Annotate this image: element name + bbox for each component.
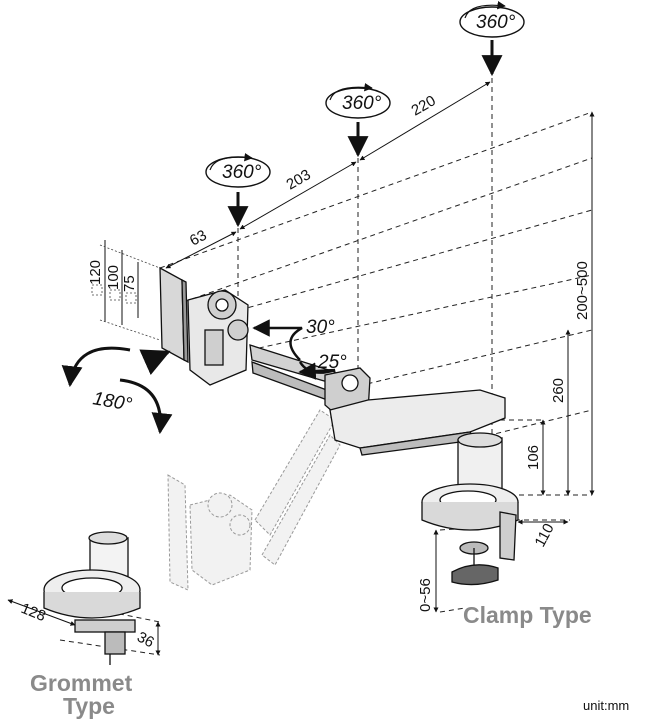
tilt-arrows xyxy=(252,319,336,380)
clamp-type-label: Clamp Type xyxy=(463,602,592,628)
swivel-label-top: 360° xyxy=(476,12,516,33)
swivel-icon-low xyxy=(205,153,271,228)
swivel-icon-mid xyxy=(325,83,391,158)
swivel-icon-top xyxy=(459,0,525,77)
tilt-up-label: 30° xyxy=(306,317,335,338)
grommet-base xyxy=(43,531,141,665)
dim-height-range: 200~500 xyxy=(574,261,591,320)
dim-vesa-100: 100 xyxy=(105,265,122,290)
dim-pole-106: 106 xyxy=(525,445,542,470)
dim-grommet-36: 36 xyxy=(134,629,157,652)
dim-pole-260: 260 xyxy=(550,378,567,403)
dim-arm-short: 63 xyxy=(187,227,210,250)
dim-vesa-120: 120 xyxy=(87,260,104,285)
swivel-label-low: 360° xyxy=(222,162,262,183)
vesa-pattern-squares xyxy=(91,244,161,341)
folded-arm-ghost xyxy=(167,409,341,591)
grommet-type-label-line2: Type xyxy=(63,693,115,719)
tilt-down-label: 25° xyxy=(317,352,347,373)
dim-vesa-75: 75 xyxy=(121,275,138,292)
dim-base-110: 110 xyxy=(532,521,558,550)
grommet-type-label-line1: Grommet xyxy=(30,670,133,696)
unit-label: unit:mm xyxy=(583,698,629,713)
dim-clamp-range: 0~56 xyxy=(417,578,434,612)
screen-rotate-label: 180° xyxy=(91,388,134,416)
dimension-lines xyxy=(7,81,595,656)
swivel-label-mid: 360° xyxy=(342,93,382,114)
screen-rotate-arrow xyxy=(61,346,173,435)
